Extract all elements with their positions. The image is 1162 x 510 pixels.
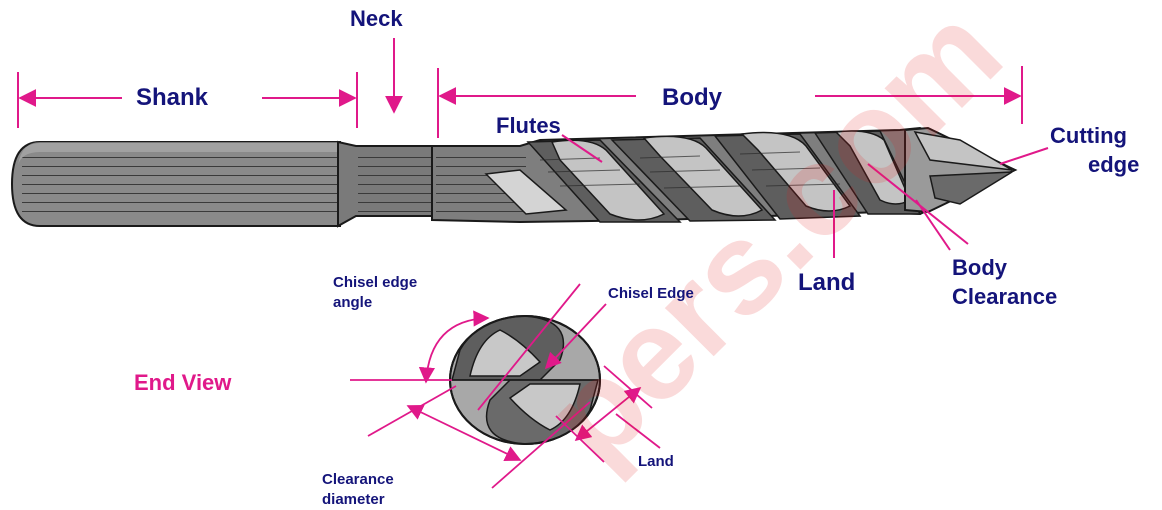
drill-neck: [338, 142, 435, 226]
label-end-land: Land: [638, 453, 674, 470]
label-end-view: End View: [134, 370, 232, 395]
label-body: Body: [662, 84, 723, 111]
label-cutting-edge-1: Cutting: [1050, 123, 1127, 148]
label-body-clearance-2: Clearance: [952, 284, 1057, 309]
label-cutting-edge-2: edge: [1088, 152, 1139, 177]
label-land: Land: [798, 269, 855, 296]
label-clearance-diameter-2: diameter: [322, 491, 385, 508]
label-chisel-edge-angle-2: angle: [333, 294, 372, 311]
drill-shank: [12, 142, 340, 226]
label-chisel-edge-angle-1: Chisel edge: [333, 274, 417, 291]
watermark: pers.com: [517, 0, 1029, 490]
label-flutes: Flutes: [496, 113, 561, 138]
label-clearance-diameter-1: Clearance: [322, 471, 394, 488]
label-chisel-edge: Chisel Edge: [608, 285, 694, 302]
label-shank: Shank: [136, 84, 209, 111]
label-neck: Neck: [350, 6, 403, 31]
watermark-text: pers.com: [517, 0, 1029, 490]
label-body-clearance-1: Body: [952, 255, 1008, 280]
cutting-edge-pointer: [1000, 148, 1048, 164]
